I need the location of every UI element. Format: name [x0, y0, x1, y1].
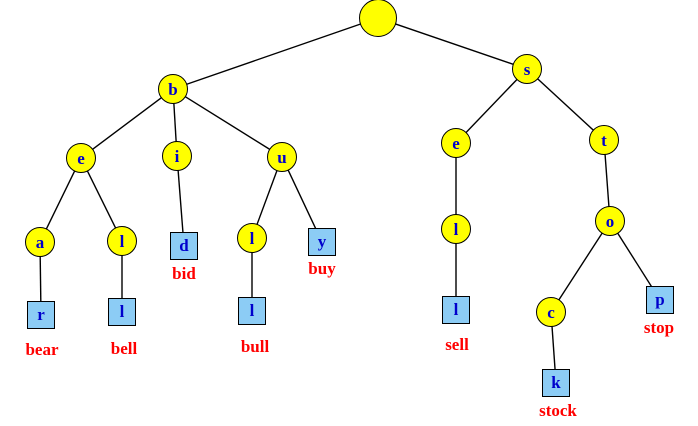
- word-bear: bear: [25, 340, 59, 359]
- trie-node-a[interactable]: a: [25, 227, 55, 257]
- node-letter: s: [523, 59, 531, 79]
- word-sell: sell: [445, 335, 469, 354]
- node-letter: e: [77, 148, 85, 168]
- trie-node-t[interactable]: t: [589, 125, 619, 155]
- trie-terminal-node-d[interactable]: d: [170, 232, 198, 260]
- tree-edge: [551, 325, 556, 372]
- node-letter: k: [551, 373, 561, 393]
- node-letter: l: [453, 219, 459, 239]
- trie-terminal-node-l[interactable]: l: [108, 298, 136, 326]
- trie-node-s[interactable]: s: [512, 54, 542, 84]
- trie-terminal-node-y[interactable]: y: [308, 228, 336, 256]
- node-letter: l: [249, 228, 255, 248]
- trie-node-l[interactable]: l: [107, 226, 137, 256]
- node-letter: b: [168, 79, 178, 99]
- trie-terminal-node-p[interactable]: p: [646, 286, 674, 314]
- node-letter: u: [277, 147, 287, 167]
- trie-node-e[interactable]: e: [66, 143, 96, 173]
- node-letter: e: [452, 133, 460, 153]
- node-letter: c: [547, 302, 555, 322]
- node-letter: l: [453, 300, 459, 320]
- node-letter: p: [655, 290, 665, 310]
- trie-node-b[interactable]: b: [158, 74, 188, 104]
- trie-terminal-node-l[interactable]: l: [442, 296, 470, 324]
- node-letter: l: [119, 302, 125, 322]
- node-letter: t: [601, 130, 607, 150]
- trie-node-c[interactable]: c: [536, 297, 566, 327]
- node-letter: d: [179, 236, 189, 256]
- word-stop: stop: [643, 318, 675, 337]
- tree-edge: [185, 23, 362, 86]
- word-bid: bid: [172, 264, 196, 283]
- tree-edge: [394, 23, 515, 66]
- trie-node-i[interactable]: i: [162, 141, 192, 171]
- tree-edge: [557, 232, 603, 302]
- tree-edge: [173, 102, 177, 144]
- node-letter: r: [37, 305, 45, 325]
- trie-node-e[interactable]: e: [441, 128, 471, 158]
- trie-node-o[interactable]: o: [595, 206, 625, 236]
- node-letter: i: [174, 146, 180, 166]
- tree-edge: [177, 169, 184, 235]
- word-stock: stock: [539, 401, 577, 420]
- trie-terminal-node-k[interactable]: k: [542, 369, 570, 397]
- word-buy: buy: [308, 259, 336, 278]
- tree-edge: [616, 232, 655, 291]
- tree-edge: [39, 255, 42, 304]
- tree-edge: [184, 95, 272, 151]
- node-letter: o: [605, 211, 615, 231]
- trie-terminal-node-l[interactable]: l: [238, 297, 266, 325]
- trie-node-u[interactable]: u: [267, 142, 297, 172]
- trie-node-l[interactable]: l: [237, 223, 267, 253]
- trie-root-node[interactable]: [359, 0, 397, 37]
- node-letter: l: [249, 301, 255, 321]
- tree-edge: [90, 96, 163, 151]
- trie-terminal-node-r[interactable]: r: [27, 301, 55, 329]
- tree-edge: [86, 170, 117, 230]
- tree-edge: [464, 78, 518, 135]
- trie-node-l[interactable]: l: [441, 214, 471, 244]
- tree-edge: [287, 169, 318, 232]
- word-bull: bull: [240, 337, 270, 356]
- tree-edge: [255, 169, 278, 227]
- tree-edge: [604, 153, 610, 209]
- node-letter: a: [35, 232, 45, 252]
- tree-edge: [45, 170, 76, 231]
- node-letter: y: [317, 232, 327, 252]
- word-bell: bell: [110, 339, 138, 358]
- tree-edge: [536, 77, 595, 132]
- node-letter: l: [119, 231, 125, 251]
